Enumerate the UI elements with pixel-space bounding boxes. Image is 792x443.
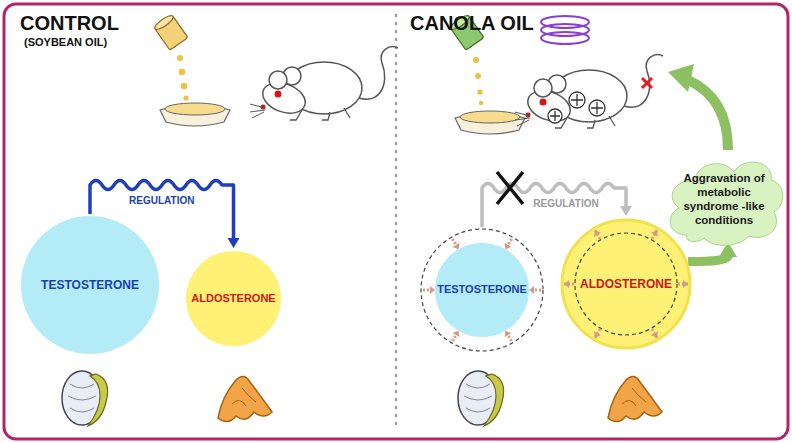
connector bbox=[482, 172, 632, 227]
hormone-circle: TESTOSTERONE bbox=[20, 215, 160, 355]
testis-icon bbox=[458, 371, 504, 426]
regulation-line bbox=[482, 184, 626, 228]
adrenal-icon bbox=[218, 376, 272, 421]
feedback-arrow bbox=[668, 64, 728, 150]
food-dish bbox=[455, 111, 525, 134]
hormone-circle: TESTOSTERONE bbox=[420, 228, 544, 352]
divider bbox=[395, 14, 397, 430]
hormone-name: TESTOSTERONE bbox=[41, 278, 139, 292]
testis-icon bbox=[62, 371, 108, 426]
hormone-circle: ALDOSTERONE bbox=[185, 250, 282, 347]
edge-label: REGULATION bbox=[129, 195, 194, 206]
hormone-circle: ALDOSTERONE bbox=[560, 218, 692, 350]
mouse bbox=[515, 55, 663, 128]
adrenal-icon bbox=[608, 376, 662, 421]
edge-label: REGULATION bbox=[533, 198, 598, 209]
hormone-name: TESTOSTERONE bbox=[437, 283, 527, 296]
arrowhead bbox=[228, 238, 240, 248]
oil-cup bbox=[153, 13, 189, 100]
frame bbox=[4, 4, 788, 439]
effect-text: Aggravation of metabolic syndrome -like … bbox=[679, 172, 769, 227]
mouse bbox=[250, 47, 398, 120]
hormone-name: ALDOSTERONE bbox=[191, 292, 275, 305]
food-dish bbox=[160, 103, 230, 126]
stress-coil bbox=[541, 16, 589, 44]
panel-title: CONTROL bbox=[20, 12, 119, 35]
subtitle: (SOYBEAN OIL) bbox=[24, 36, 107, 48]
block-cross bbox=[497, 172, 523, 204]
arrowhead bbox=[620, 206, 632, 216]
panel-title: CANOLA OIL bbox=[410, 12, 534, 35]
hormone-name: ALDOSTERONE bbox=[580, 277, 672, 291]
effect-cloud: Aggravation of metabolic syndrome -like … bbox=[662, 150, 786, 250]
